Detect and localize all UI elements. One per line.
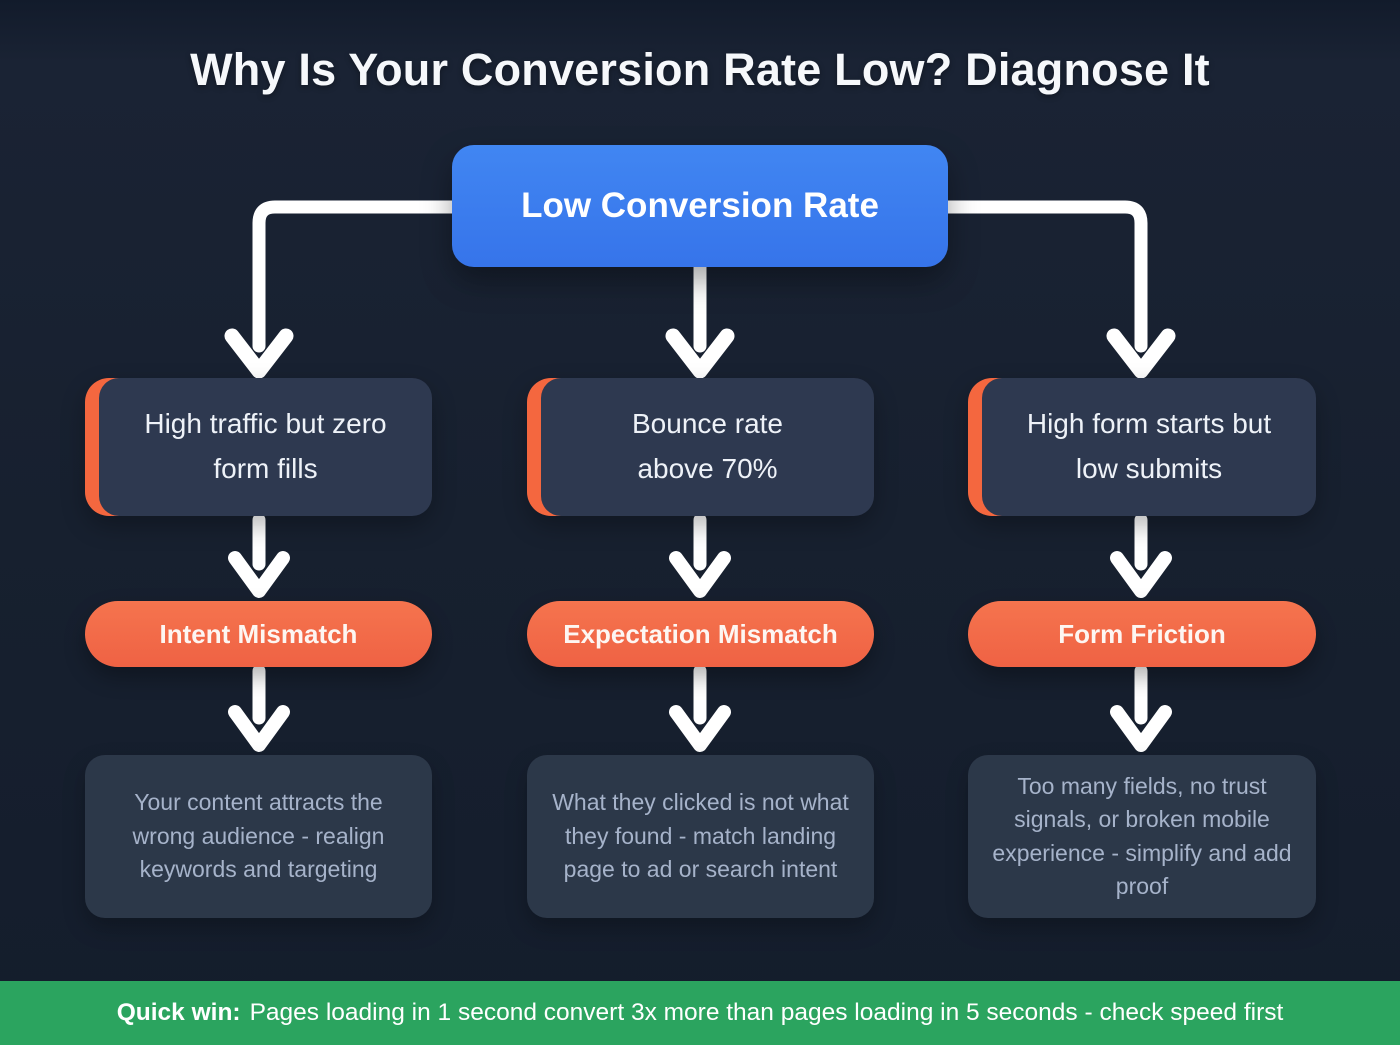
symptom-box-inner: High traffic but zero form fills — [99, 378, 432, 516]
quick-win-banner: Quick win: Pages loading in 1 second con… — [0, 981, 1400, 1045]
cause-pill-intent-mismatch: Intent Mismatch — [85, 601, 432, 667]
detail-text: What they clicked is not what they found… — [552, 789, 849, 883]
cause-label: Expectation Mismatch — [563, 618, 838, 649]
cause-label: Intent Mismatch — [159, 618, 358, 649]
cause-pill-form-friction: Form Friction — [968, 601, 1316, 667]
cause-label: Form Friction — [1058, 618, 1226, 649]
detail-text: Too many fields, no trust signals, or br… — [992, 772, 1292, 899]
cause-pill-expectation-mismatch: Expectation Mismatch — [527, 601, 874, 667]
symptom-box-inner: High form starts but low submits — [982, 378, 1316, 516]
detail-text: Your content attracts the wrong audience… — [132, 789, 385, 883]
quick-win-text: Pages loading in 1 second convert 3x mor… — [249, 999, 1284, 1026]
quick-win-prefix: Quick win: — [116, 999, 241, 1026]
detail-box-form-friction: Too many fields, no trust signals, or br… — [968, 755, 1316, 918]
symptom-label: High form starts but low submits — [1026, 408, 1272, 484]
root-node-label: Low Conversion Rate — [521, 186, 879, 225]
symptom-label: Bounce rate above 70% — [632, 408, 783, 484]
detail-box-expectation-mismatch: What they clicked is not what they found… — [527, 755, 874, 918]
symptom-box-inner: Bounce rate above 70% — [541, 378, 874, 516]
page-title: Why Is Your Conversion Rate Low? Diagnos… — [190, 44, 1210, 95]
root-node-low-conversion-rate: Low Conversion Rate — [452, 145, 948, 267]
symptom-box-traffic-no-fills: High traffic but zero form fills — [85, 378, 432, 516]
symptom-box-bounce-rate: Bounce rate above 70% — [527, 378, 874, 516]
symptom-box-form-starts: High form starts but low submits — [968, 378, 1316, 516]
symptom-label: High traffic but zero form fills — [144, 408, 387, 484]
detail-box-intent-mismatch: Your content attracts the wrong audience… — [85, 755, 432, 918]
